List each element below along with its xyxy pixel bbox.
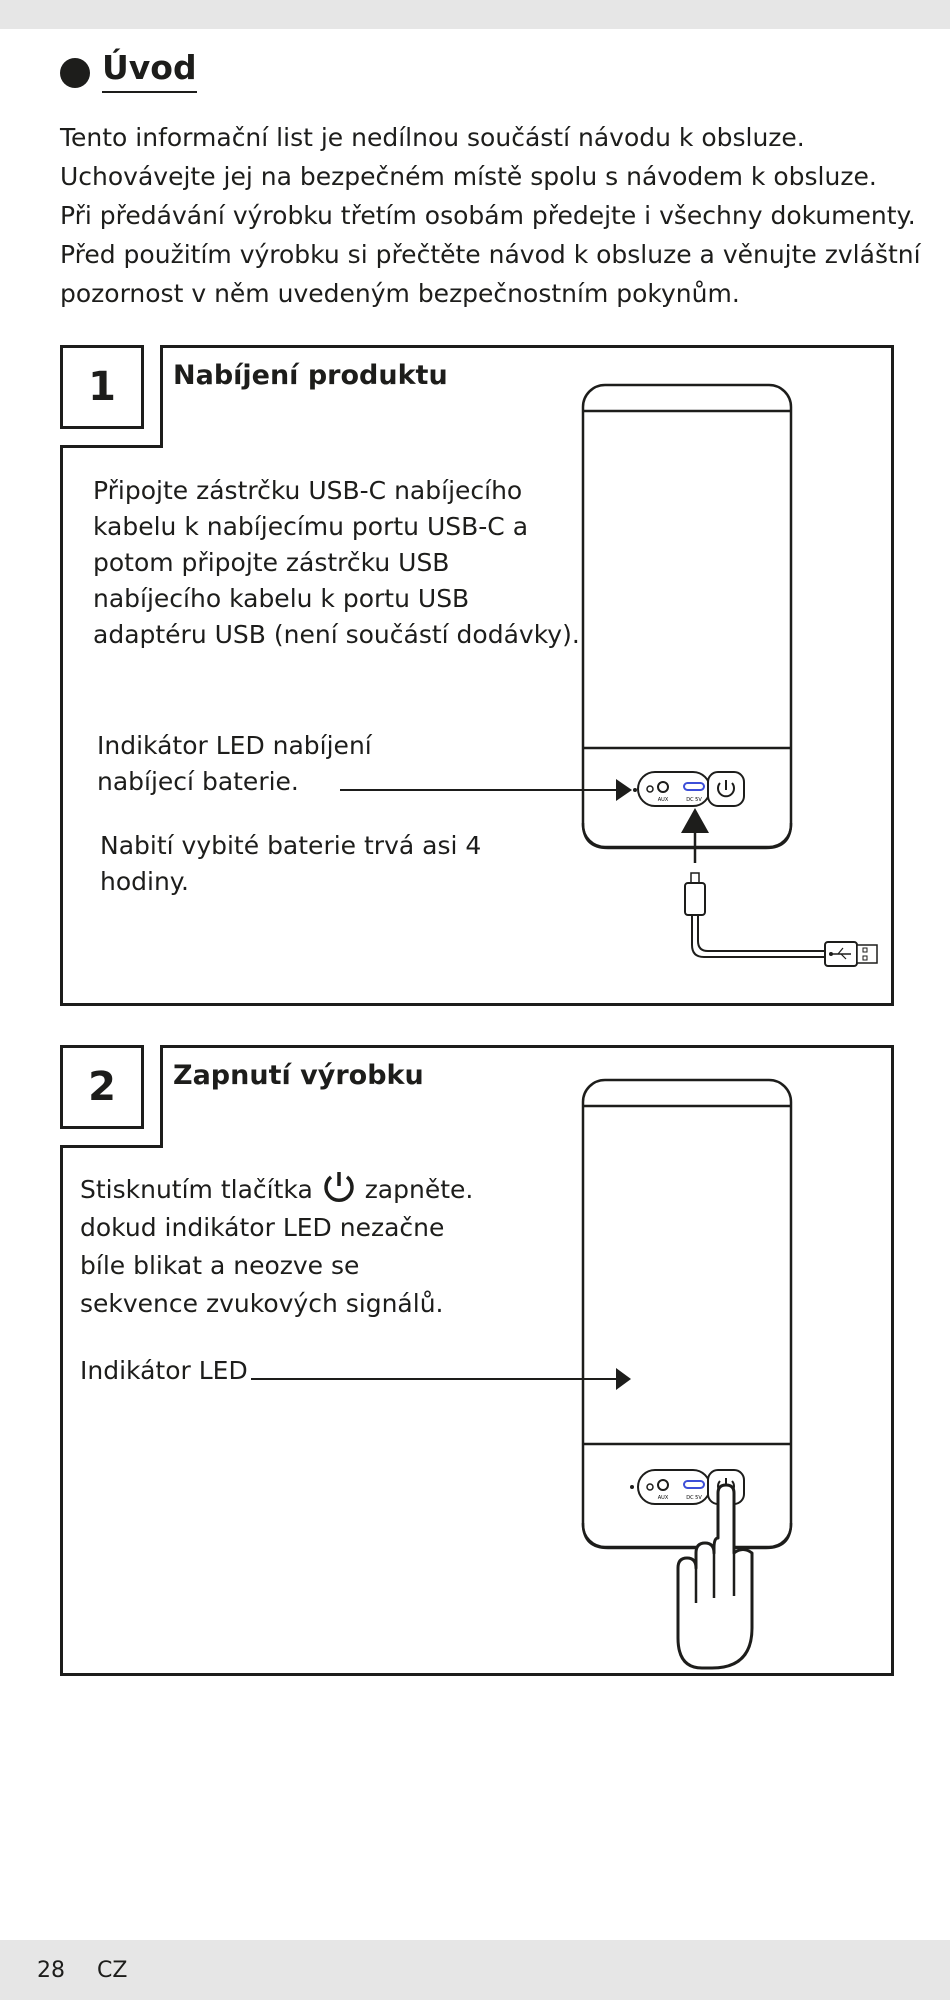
led-arrow-head [616, 1368, 631, 1390]
instruction-text: Stisknutím tlačítka [80, 1175, 313, 1204]
dc-port-label: DC 5V [686, 1495, 702, 1501]
instruction-line: adaptéru USB (není součástí dodávky). [93, 620, 580, 649]
speaker-charging-illustration: AUX DC 5V [340, 383, 878, 967]
top-bar [0, 0, 950, 29]
section-1-tab: 1 [60, 345, 163, 448]
power-icon [717, 780, 735, 798]
instruction-line: potom připojte zástrčku USB [93, 548, 450, 577]
usb-c-port-icon [683, 782, 705, 791]
usb-cable-edge [697, 915, 825, 952]
speaker-foot [581, 822, 793, 850]
page-number: 28 [37, 1958, 65, 1983]
instruction-line: dokud indikátor LED nezačne [80, 1213, 445, 1242]
led-indicator-dot [633, 788, 637, 792]
usb-symbol-icon [829, 947, 851, 960]
led-dot-icon [646, 785, 654, 793]
instruction-line: kabelu k nabíjecímu portu USB-C a [93, 512, 529, 541]
led-dot-icon [646, 1483, 654, 1491]
dc-port-label: DC 5V [686, 797, 702, 803]
aux-port-label: AUX [658, 797, 669, 803]
instruction-line: Stisknutím tlačítka zapněte. [80, 1168, 473, 1209]
intro-line: Při předávání výrobku třetím osobám před… [60, 201, 916, 230]
instruction-line: Připojte zástrčku USB-C nabíjecího [93, 476, 523, 505]
usb-c-port-icon [683, 1480, 705, 1489]
section-2-box: 2 Zapnutí výrobku Stisknutím tlačítka za… [60, 1045, 894, 1676]
intro-line: Uchovávejte jej na bezpečném místě spolu… [60, 162, 877, 191]
section-1-box: 1 Nabíjení produktu Připojte zástrčku US… [60, 345, 894, 1006]
section-1-title: Nabíjení produktu [173, 360, 448, 391]
time-note-line: Nabití vybité baterie trvá asi 4 [100, 831, 482, 860]
instruction-text: zapněte. [364, 1175, 474, 1204]
led-label-line: nabíjecí baterie. [97, 767, 299, 796]
plug-arrow-head [681, 808, 709, 833]
intro-title: Úvod [102, 48, 197, 93]
page-footer: 28 CZ [0, 1940, 950, 2000]
led-indicator-dot [630, 1485, 634, 1489]
speaker-foot [581, 1522, 793, 1550]
instruction-line: nabíjecího kabelu k portu USB [93, 584, 470, 613]
intro-line: Před použitím výrobku si přečtěte návod … [60, 240, 921, 269]
language-code: CZ [97, 1958, 128, 1983]
section-2-tab: 2 [60, 1045, 163, 1148]
charging-instructions: Připojte zástrčku USB-C nabíjecího kabel… [93, 473, 580, 653]
charging-led-label: Indikátor LED nabíjení nabíjecí baterie. [97, 728, 372, 800]
power-led-label: Indikátor LED [80, 1356, 248, 1385]
intro-line: Tento informační list je nedílnou součás… [60, 123, 805, 152]
section-2-title: Zapnutí výrobku [173, 1060, 424, 1091]
intro-paragraph: Tento informační list je nedílnou součás… [60, 118, 921, 313]
power-icon [323, 1172, 354, 1202]
speaker-power-illustration: AUX DC 5V [251, 1078, 793, 1670]
led-label-line: Indikátor LED nabíjení [97, 731, 372, 760]
usb-a-contact [862, 947, 868, 953]
usb-cable [691, 915, 825, 958]
intro-line: pozornost v něm uvedeným bezpečnostním p… [60, 279, 740, 308]
usb-c-plug-icon [684, 882, 706, 916]
aux-port-icon [657, 781, 669, 793]
usb-a-plug-tip [856, 944, 878, 964]
usb-c-plug-tip [690, 872, 700, 884]
aux-port-icon [657, 1479, 669, 1491]
bullet-dot-icon [60, 58, 90, 88]
aux-port-label: AUX [658, 1495, 669, 1501]
power-on-instructions: Stisknutím tlačítka zapněte. dokud indik… [80, 1168, 473, 1323]
led-arrow-head [616, 779, 632, 801]
charging-time-note: Nabití vybité baterie trvá asi 4 hodiny. [100, 828, 481, 900]
usb-a-contact [862, 955, 868, 961]
section-2-number: 2 [60, 1045, 144, 1129]
instruction-line: sekvence zvukových signálů. [80, 1289, 444, 1318]
time-note-line: hodiny. [100, 867, 189, 896]
section-1-number: 1 [60, 345, 144, 429]
instruction-line: bíle blikat a neozve se [80, 1251, 360, 1280]
